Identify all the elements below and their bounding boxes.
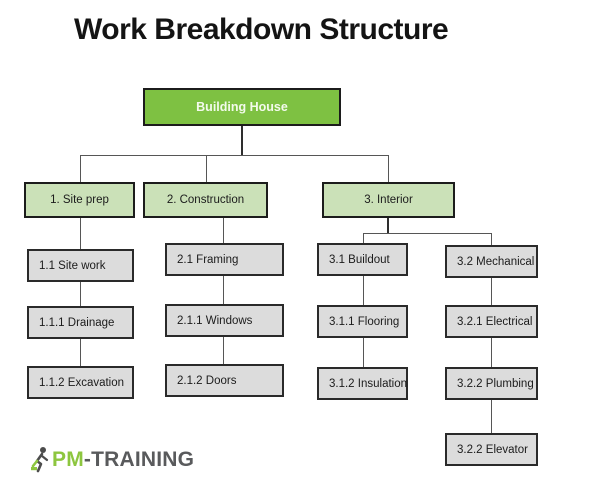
wbs-node-windows: 2.1.1 Windows (165, 304, 284, 337)
wbs-node-label: 3.1.1 Flooring (329, 315, 400, 328)
wbs-node-label: 2.1 Framing (177, 253, 239, 266)
wbs-node-elevator: 3.2.2 Elevator (445, 433, 538, 466)
wbs-node-label: 2. Construction (166, 194, 245, 206)
wbs-node-label: 3.1 Buildout (329, 253, 390, 266)
connector-line (80, 218, 81, 249)
connector-line (80, 282, 81, 306)
pm-training-logo: PM-TRAINING (30, 446, 194, 473)
connector-line (363, 233, 491, 234)
wbs-node-label: 2.1.1 Windows (177, 314, 253, 327)
wbs-node-label: 3.2 Mechanical (457, 255, 535, 268)
connector-line (80, 339, 81, 366)
connector-line (80, 155, 388, 156)
wbs-node-label: 1.1.1 Drainage (39, 316, 115, 329)
connector-line (223, 276, 224, 304)
wbs-node-buildout: 3.1 Buildout (317, 243, 408, 276)
connector-line (363, 338, 364, 367)
wbs-node-label: 1.1.2 Excavation (39, 376, 125, 389)
connector-line (223, 218, 224, 243)
wbs-node-drainage: 1.1.1 Drainage (27, 306, 134, 339)
wbs-node-label: 3.2.1 Electrical (457, 315, 533, 328)
connector-line (491, 233, 492, 245)
connector-line (363, 276, 364, 305)
wbs-node-label: Building House (196, 100, 288, 114)
wbs-node-label: 3.1.2 Insulation (329, 377, 408, 390)
connector-line (491, 400, 492, 433)
wbs-node-label: 3. Interior (364, 194, 413, 206)
wbs-node-building-house: Building House (143, 88, 341, 126)
wbs-node-plumbing: 3.2.2 Plumbing (445, 367, 538, 400)
connector-line (491, 338, 492, 367)
logo-text: PM-TRAINING (52, 448, 194, 472)
wbs-node-framing: 2.1 Framing (165, 243, 284, 276)
wbs-node-construction: 2. Construction (143, 182, 268, 218)
logo-text-pm: PM (52, 447, 84, 471)
wbs-node-excavation: 1.1.2 Excavation (27, 366, 134, 399)
wbs-node-label: 3.2.2 Elevator (457, 443, 528, 456)
connector-line (206, 155, 207, 182)
wbs-node-insulation: 3.1.2 Insulation (317, 367, 408, 400)
logo-text-training: -TRAINING (83, 447, 195, 471)
wbs-node-electrical: 3.2.1 Electrical (445, 305, 538, 338)
connector-line (363, 233, 364, 243)
connector-line (491, 278, 492, 305)
connector-line (223, 337, 224, 364)
diagram-title: Work Breakdown Structure (74, 13, 449, 46)
wbs-node-site-prep: 1. Site prep (24, 182, 135, 218)
wbs-node-label: 1.1 Site work (39, 259, 106, 272)
wbs-node-mechanical: 3.2 Mechanical (445, 245, 538, 278)
wbs-node-interior: 3. Interior (322, 182, 455, 218)
connector-line (241, 126, 243, 155)
connector-line (387, 218, 389, 233)
connector-line (388, 155, 389, 182)
wbs-node-doors: 2.1.2 Doors (165, 364, 284, 397)
wbs-node-site-work: 1.1 Site work (27, 249, 134, 282)
wbs-node-flooring: 3.1.1 Flooring (317, 305, 408, 338)
connector-line (80, 155, 81, 182)
wbs-node-label: 1. Site prep (50, 194, 109, 206)
wbs-node-label: 3.2.2 Plumbing (457, 377, 534, 390)
wbs-node-label: 2.1.2 Doors (177, 374, 237, 387)
climbing-runner-icon (31, 447, 49, 473)
